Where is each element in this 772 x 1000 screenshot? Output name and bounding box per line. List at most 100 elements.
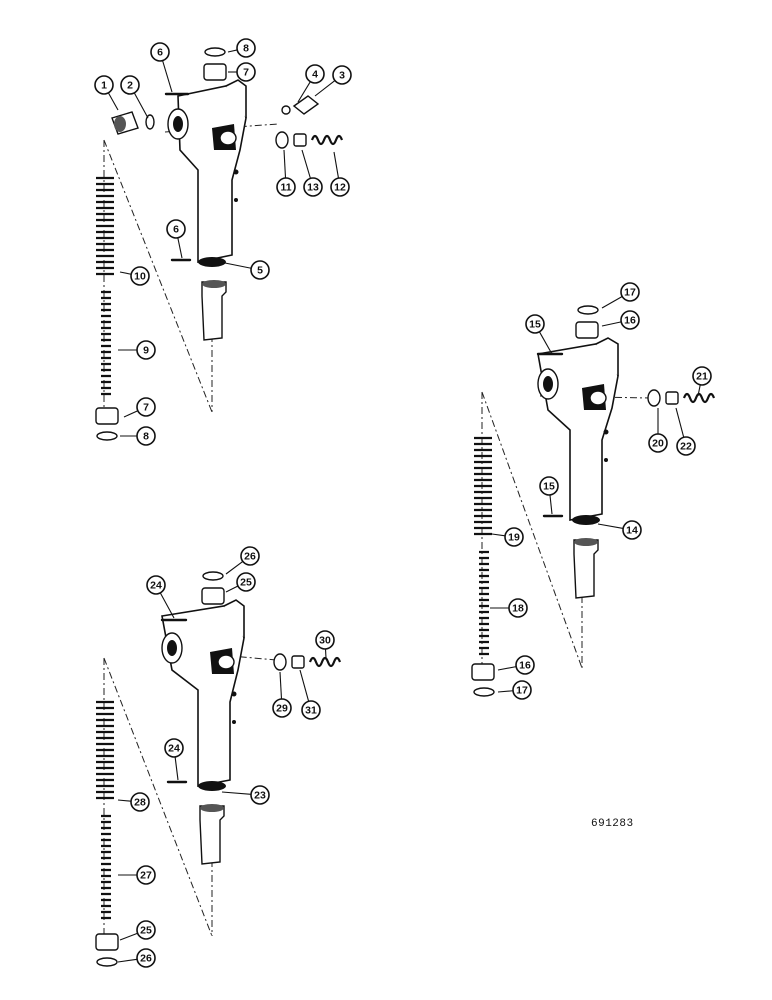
callout-leader-line (601, 295, 623, 309)
callout-leader-line (491, 533, 506, 537)
callout-number: 16 (519, 660, 531, 672)
callout-number: 3 (339, 70, 345, 82)
callout-26: 26 (117, 948, 156, 968)
callout-number: 22 (680, 441, 692, 453)
callout-number: 15 (529, 319, 541, 331)
callout-4: 4 (297, 64, 325, 103)
callout-circle (301, 700, 321, 720)
callout-leader-line (225, 585, 239, 593)
callout-circle (315, 630, 335, 650)
callout-circle (136, 340, 156, 360)
callout-circle (332, 65, 352, 85)
callout-15: 15 (525, 314, 553, 355)
callout-25: 25 (119, 920, 156, 941)
callout-leader-line (162, 60, 173, 93)
callout-number: 21 (696, 371, 708, 383)
callout-leader-line (225, 560, 244, 575)
callout-leader-line (333, 151, 340, 179)
callout-number: 2 (127, 80, 133, 92)
callout-leader-line (219, 261, 252, 269)
callout-leader-line (324, 648, 327, 659)
callout-5: 5 (219, 260, 270, 280)
callout-leader-line (301, 149, 311, 179)
callout-number: 24 (168, 743, 180, 755)
callout-circle (146, 575, 166, 595)
callout-30: 30 (315, 630, 335, 659)
callout-27: 27 (118, 865, 156, 885)
callout-circle (676, 436, 696, 456)
callout-circle (130, 792, 150, 812)
callout-leader-line (174, 756, 179, 781)
callout-leader-line (123, 410, 139, 418)
callout-leader-line (497, 690, 514, 693)
callout-2: 2 (120, 75, 149, 119)
callout-circle (130, 266, 150, 286)
callout-31: 31 (299, 669, 321, 720)
callout-16: 16 (601, 310, 640, 330)
callout-number: 18 (512, 603, 524, 615)
valve-assembly-a (95, 47, 344, 441)
callout-circle (305, 64, 325, 84)
callout-10: 10 (119, 266, 150, 286)
callout-leader-line (597, 523, 624, 529)
callout-leader-line (549, 494, 553, 515)
callout-circle (136, 920, 156, 940)
callout-number: 6 (157, 47, 163, 59)
callout-14: 14 (597, 520, 642, 540)
callout-leader-line (117, 958, 138, 963)
callout-number: 25 (240, 577, 252, 589)
callout-circle (236, 62, 256, 82)
callout-number: 26 (140, 953, 152, 965)
callout-number: 31 (305, 705, 317, 717)
callout-leader-line (279, 671, 283, 700)
callout-17: 17 (497, 680, 532, 700)
callout-6: 6 (166, 219, 186, 259)
callout-7: 7 (228, 62, 256, 82)
callout-circle (622, 520, 642, 540)
callout-18: 18 (490, 598, 528, 618)
callout-circle (240, 546, 260, 566)
callout-circle (136, 426, 156, 446)
callout-number: 16 (624, 315, 636, 327)
callout-8: 8 (120, 426, 156, 446)
callout-circle (150, 42, 170, 62)
callout-17: 17 (601, 282, 640, 309)
callout-circle (136, 865, 156, 885)
callout-24: 24 (164, 738, 184, 781)
callout-19: 19 (491, 527, 524, 547)
callout-leader-line (117, 799, 132, 802)
callout-23: 23 (221, 785, 270, 805)
callout-number: 25 (140, 925, 152, 937)
callout-circle (250, 785, 270, 805)
callout-number: 12 (334, 182, 346, 194)
callout-circle (620, 310, 640, 330)
valve-assembly-c (95, 571, 342, 967)
callout-circle (330, 177, 350, 197)
callout-leader-line (283, 149, 287, 179)
callout-circle (250, 260, 270, 280)
callout-number: 4 (312, 69, 318, 81)
callout-leader-line (675, 407, 685, 438)
callout-number: 19 (508, 532, 520, 544)
callout-6: 6 (150, 42, 173, 93)
callout-circle (525, 314, 545, 334)
callout-12: 12 (330, 151, 350, 197)
callout-number: 5 (257, 265, 263, 277)
callout-leader-line (133, 92, 149, 119)
callout-22: 22 (675, 407, 696, 456)
callout-20: 20 (648, 408, 668, 453)
callout-leader-line (119, 271, 132, 275)
callout-15: 15 (539, 476, 559, 515)
callout-circle (648, 433, 668, 453)
callout-number: 14 (626, 525, 638, 537)
callout-9: 9 (118, 340, 156, 360)
callout-number: 13 (307, 182, 319, 194)
callout-circle (276, 177, 296, 197)
callout-3: 3 (314, 65, 352, 97)
callout-11: 11 (276, 149, 296, 197)
callout-circle (512, 680, 532, 700)
drawing-reference-number: 691283 (591, 818, 634, 830)
callout-number: 17 (516, 685, 528, 697)
